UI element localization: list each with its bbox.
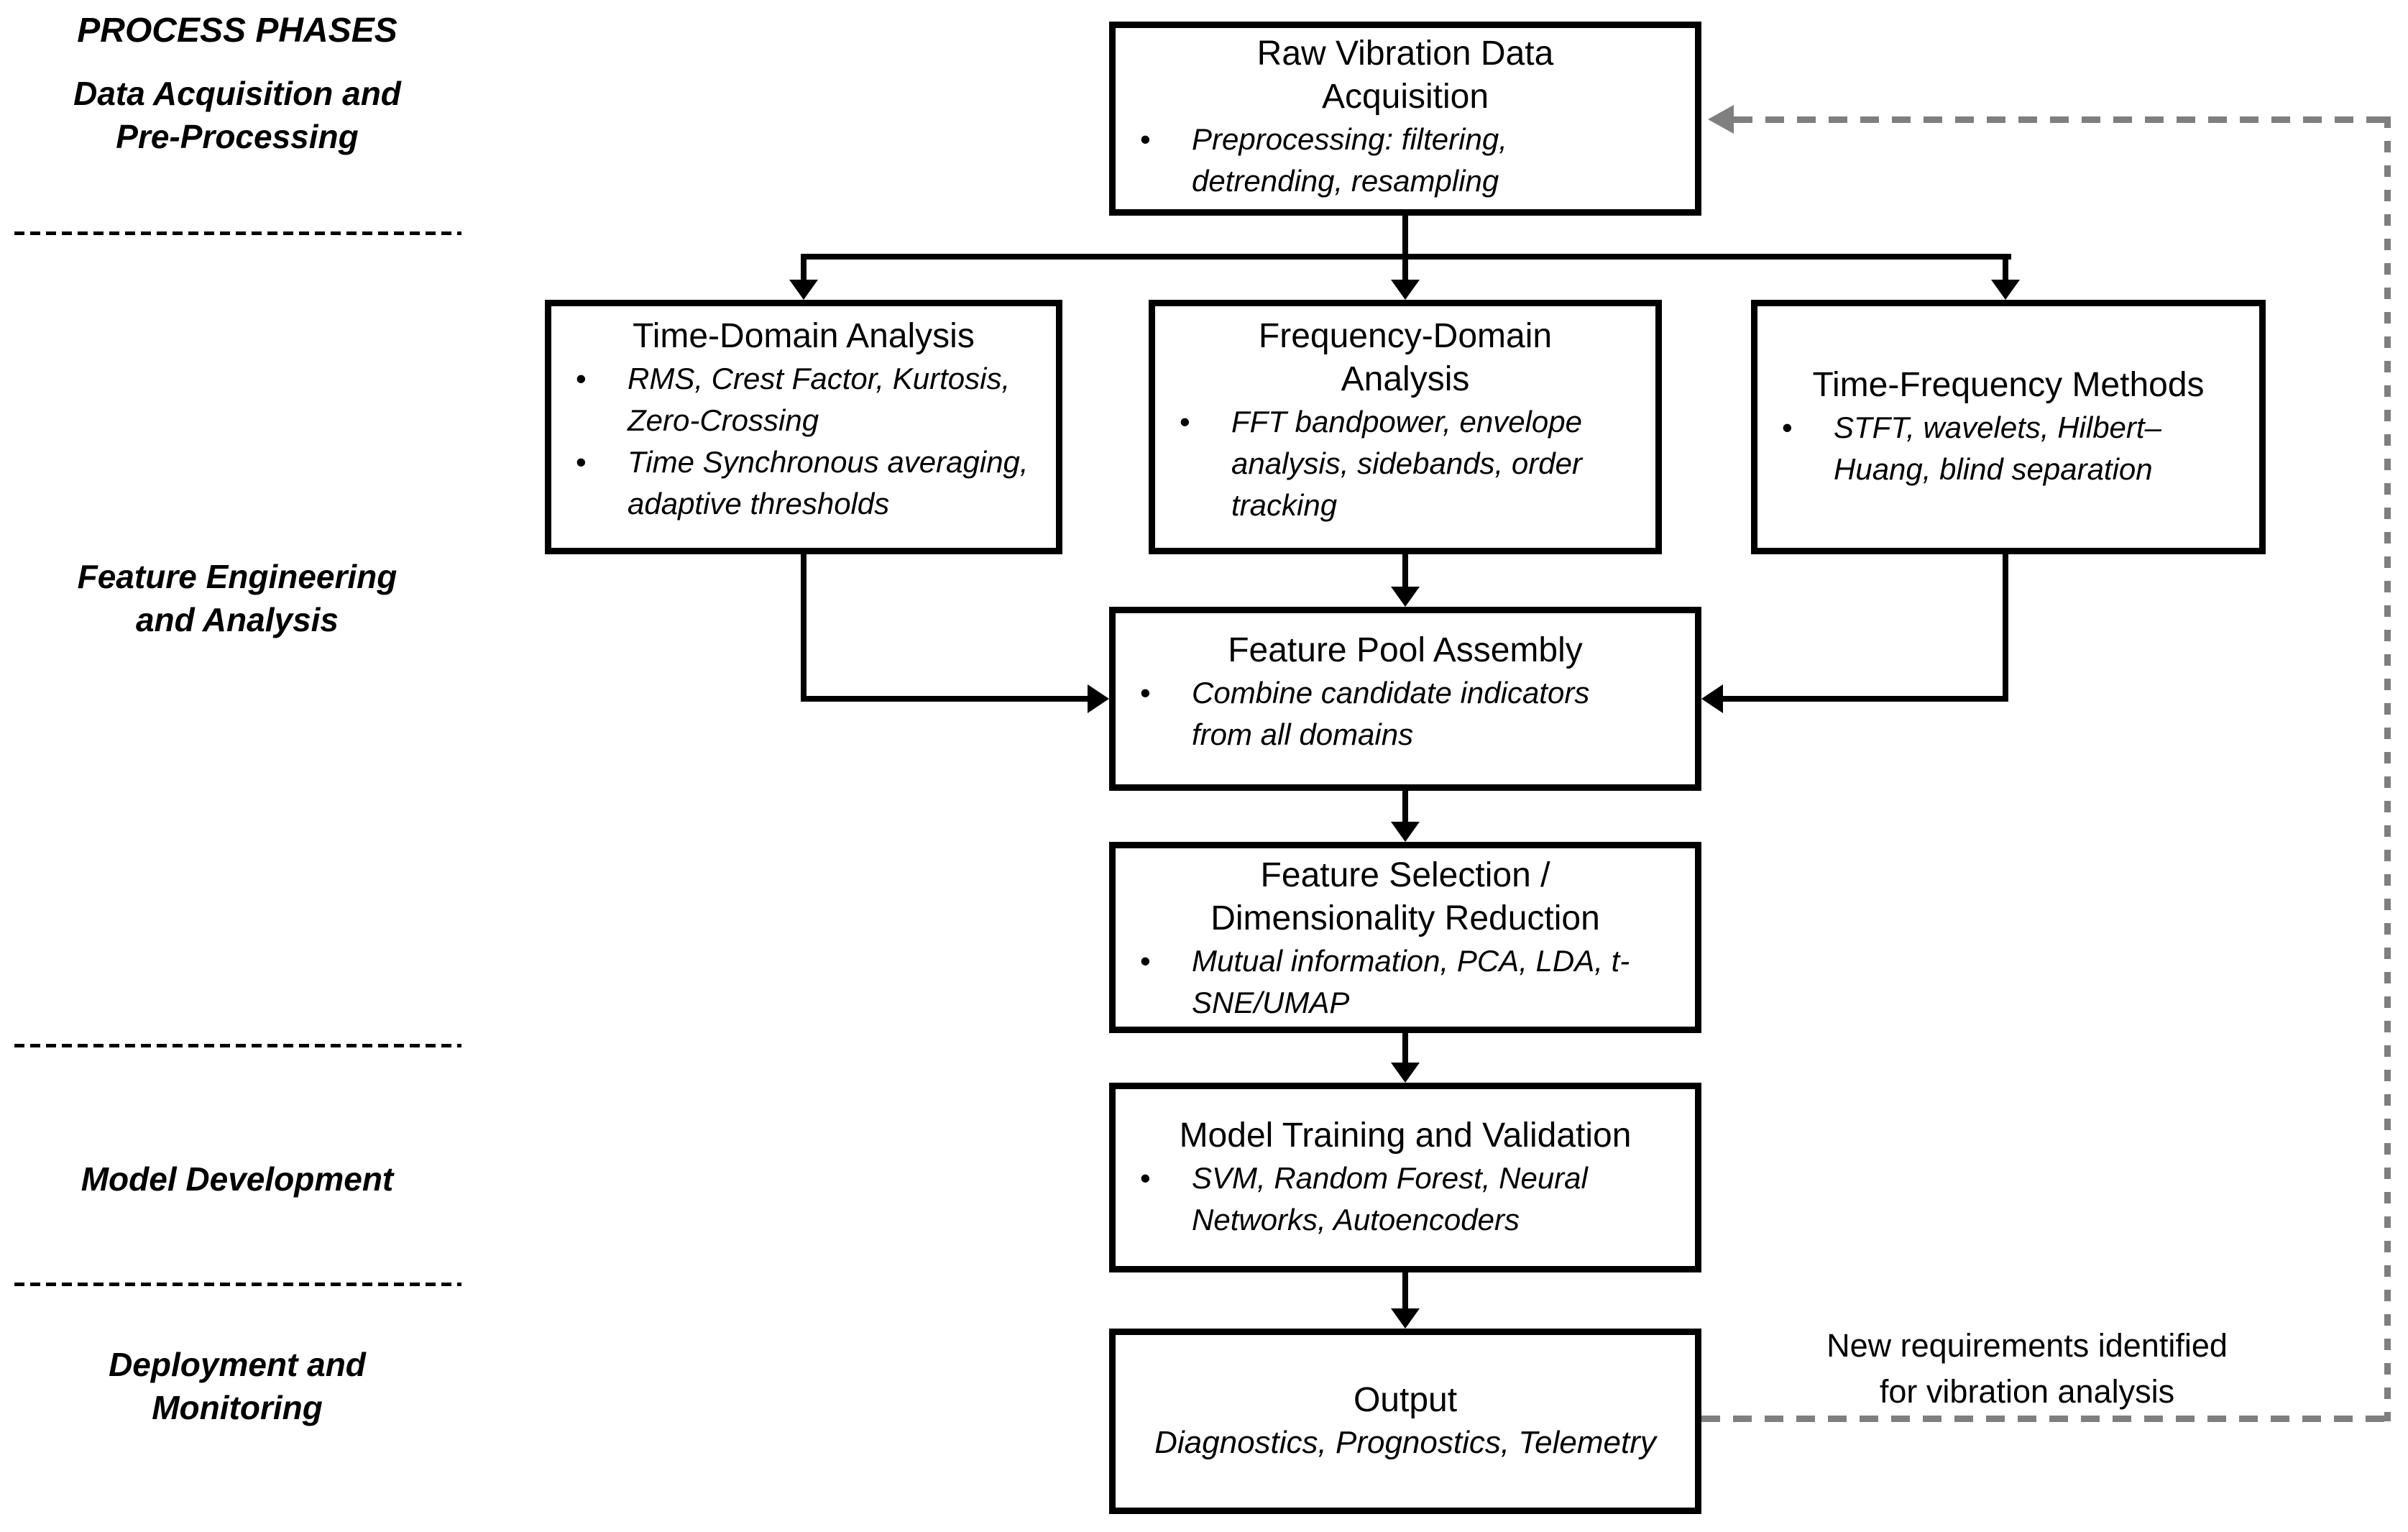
phase-label-model-development: Model Development — [81, 1160, 394, 1198]
box-title: Output — [1353, 1381, 1458, 1419]
process-phases-heading: PROCESS PHASES — [77, 12, 397, 50]
connector-drop-time-frequency — [2003, 254, 2008, 281]
arrowhead-into-fpa-right — [1701, 684, 1723, 713]
bullet-item: • Time Synchronous averaging, adaptive t… — [551, 441, 1056, 525]
bullet-marker: • — [576, 362, 587, 395]
connector-td-elbow-vertical — [801, 554, 807, 702]
bullet-marker: • — [1140, 1161, 1151, 1195]
arrowhead-into-fpa-top — [1391, 587, 1420, 607]
connector-drop-frequency-domain — [1402, 254, 1408, 281]
phase-label-deployment-monitoring: Deployment and Monitoring — [109, 1346, 366, 1426]
bullet-item: • Preprocessing: filtering, detrending, … — [1116, 119, 1695, 202]
bullet-text: FFT bandpower, envelope analysis, sideba… — [1231, 405, 1582, 522]
bullet-marker: • — [1140, 944, 1151, 978]
bullet-text: SVM, Random Forest, Neural Networks, Aut… — [1192, 1161, 1588, 1237]
box-title: Feature Selection / Dimensionality Reduc… — [1210, 856, 1600, 937]
box-title: Time-Domain Analysis — [633, 317, 975, 355]
box-title: Frequency-Domain Analysis — [1258, 317, 1553, 398]
box-time-domain-analysis: Time-Domain Analysis • RMS, Crest Factor… — [545, 300, 1062, 554]
feedback-label: New requirements identified for vibratio… — [1826, 1327, 2228, 1410]
connector-tf-elbow-horizontal — [1723, 696, 2008, 702]
feedback-line-top — [1734, 116, 2384, 123]
bullet-item: • FFT bandpower, envelope analysis, side… — [1155, 401, 1655, 526]
bullet-item: • STFT, wavelets, Hilbert– Huang, blind … — [1757, 407, 2259, 490]
bullet-marker: • — [576, 445, 587, 479]
arrowhead-into-output — [1391, 1308, 1420, 1329]
bullet-marker: • — [1180, 405, 1190, 439]
connector-drop-time-domain — [801, 254, 807, 281]
feedback-line-bottom — [1701, 1416, 2384, 1422]
connector-fs-to-mt — [1402, 1032, 1408, 1064]
box-title: Feature Pool Assembly — [1228, 631, 1583, 669]
dashed-separator — [14, 1283, 461, 1286]
box-frequency-domain-analysis: Frequency-Domain Analysis • FFT bandpowe… — [1149, 300, 1662, 554]
box-feature-selection: Feature Selection / Dimensionality Reduc… — [1109, 842, 1701, 1033]
box-subtitle: Diagnostics, Prognostics, Telemetry — [1154, 1425, 1656, 1460]
bullet-item: • RMS, Crest Factor, Kurtosis, Zero-Cros… — [551, 358, 1056, 441]
connector-tf-elbow-vertical — [2003, 554, 2008, 702]
dashed-separator — [14, 1044, 461, 1047]
box-time-frequency-methods: Time-Frequency Methods • STFT, wavelets,… — [1751, 300, 2266, 554]
phase-label-data-acquisition: Data Acquisition and Pre-Processing — [73, 75, 401, 155]
arrowhead-into-time-frequency — [1991, 280, 2020, 300]
phase-label-feature-engineering: Feature Engineering and Analysis — [77, 558, 397, 638]
connector-td-elbow-horizontal — [801, 696, 1088, 702]
arrowhead-feedback-into-raw — [1708, 105, 1734, 134]
dashed-separator — [14, 231, 461, 235]
arrowhead-into-time-domain — [789, 280, 818, 300]
bullet-item: • Combine candidate indicators from all … — [1116, 672, 1695, 756]
connector-mt-to-output — [1402, 1272, 1408, 1309]
arrowhead-into-fs — [1391, 822, 1420, 842]
connector-raw-to-splitter — [1402, 215, 1408, 257]
bullet-text: STFT, wavelets, Hilbert– Huang, blind se… — [1834, 410, 2161, 486]
bullet-text: RMS, Crest Factor, Kurtosis, Zero-Crossi… — [628, 362, 1011, 437]
box-title: Model Training and Validation — [1179, 1116, 1632, 1155]
bullet-text: Combine candidate indicators from all do… — [1192, 676, 1590, 751]
bullet-marker: • — [1140, 676, 1151, 710]
bullet-item: • SVM, Random Forest, Neural Networks, A… — [1116, 1157, 1695, 1241]
box-title: Time-Frequency Methods — [1812, 366, 2205, 404]
bullet-text: Mutual information, PCA, LDA, t- SNE/UMA… — [1192, 944, 1630, 1019]
bullet-text: Preprocessing: filtering, detrending, re… — [1192, 122, 1507, 198]
box-model-training-validation: Model Training and Validation • SVM, Ran… — [1109, 1083, 1701, 1272]
bullet-marker: • — [1140, 122, 1151, 156]
feedback-line-right — [2384, 116, 2391, 1421]
arrowhead-into-mt — [1391, 1063, 1420, 1083]
bullet-marker: • — [1782, 410, 1793, 444]
connector-fpa-to-fs — [1402, 791, 1408, 824]
bullet-item: • Mutual information, PCA, LDA, t- SNE/U… — [1116, 940, 1695, 1024]
box-raw-vibration-data-acquisition: Raw Vibration Data Acquisition • Preproc… — [1109, 22, 1701, 216]
arrowhead-into-fpa-left — [1088, 684, 1109, 713]
arrowhead-into-frequency-domain — [1391, 280, 1420, 300]
box-feature-pool-assembly: Feature Pool Assembly • Combine candidat… — [1109, 607, 1701, 791]
box-output: Output Diagnostics, Prognostics, Telemet… — [1109, 1329, 1701, 1514]
connector-fd-to-fpa — [1402, 554, 1408, 590]
bullet-text: Time Synchronous averaging, adaptive thr… — [628, 445, 1029, 520]
box-title: Raw Vibration Data Acquisition — [1256, 35, 1554, 116]
